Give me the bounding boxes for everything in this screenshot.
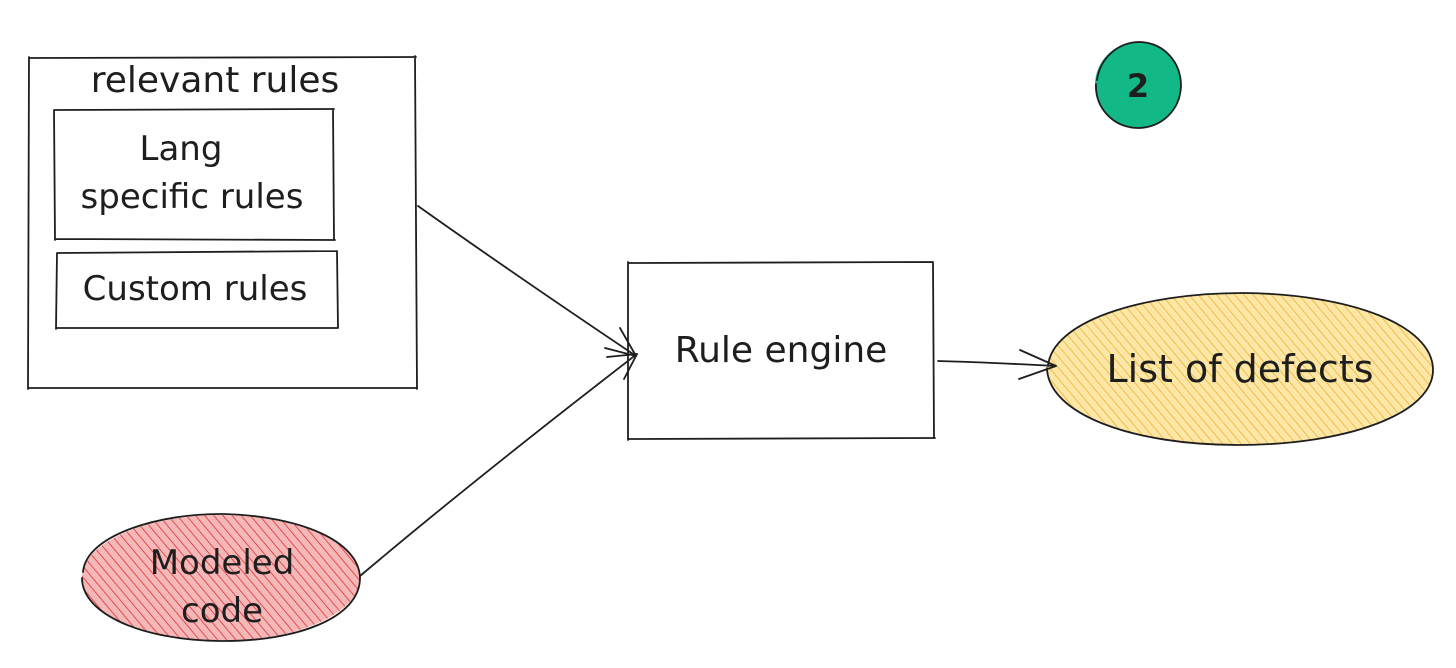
arrow-code-to-engine xyxy=(359,353,638,577)
relevant-rules-group: relevant rules Lang specific rules Custo… xyxy=(27,55,418,390)
list-of-defects-outline xyxy=(1046,292,1434,446)
arrow-engine-to-defects xyxy=(937,349,1057,380)
arrow-rules-to-engine xyxy=(417,205,637,357)
arrow-engine-to-defects-shaft xyxy=(937,360,1057,367)
custom-rules-label: Custom rules xyxy=(83,269,308,309)
arrow-code-to-engine-shaft xyxy=(359,353,638,577)
step-badge-circle xyxy=(1095,42,1181,128)
modeled-code-line-1: Modeled xyxy=(150,543,295,583)
custom-rules-node: Custom rules xyxy=(55,250,339,330)
lang-specific-rules-line-1: Lang xyxy=(140,129,223,169)
modeled-code-node: Modeled code xyxy=(81,513,361,642)
lang-specific-rules-box xyxy=(53,108,336,241)
lang-specific-rules-node: Lang specific rules xyxy=(53,108,336,241)
list-of-defects-node: List of defects xyxy=(1046,292,1434,446)
rule-engine-box xyxy=(627,261,936,441)
arrow-code-to-engine-head xyxy=(606,353,638,380)
relevant-rules-box xyxy=(27,55,418,390)
arrow-engine-to-defects-head xyxy=(1018,349,1057,380)
rule-engine-label: Rule engine xyxy=(675,330,888,371)
relevant-rules-title: relevant rules xyxy=(91,60,340,101)
step-badge: 2 xyxy=(1095,41,1182,129)
modeled-code-line-2: code xyxy=(181,591,263,631)
lang-specific-rules-line-2: specific rules xyxy=(81,177,304,217)
step-badge-number: 2 xyxy=(1127,67,1149,105)
modeled-code-outline xyxy=(81,513,361,642)
list-of-defects-fill xyxy=(1047,293,1433,445)
list-of-defects-label: List of defects xyxy=(1106,347,1373,391)
custom-rules-box xyxy=(55,250,339,330)
modeled-code-fill xyxy=(82,515,360,641)
rule-engine-node: Rule engine xyxy=(627,261,936,441)
arrow-rules-to-engine-shaft xyxy=(417,205,637,357)
step-badge-outline xyxy=(1095,41,1182,129)
